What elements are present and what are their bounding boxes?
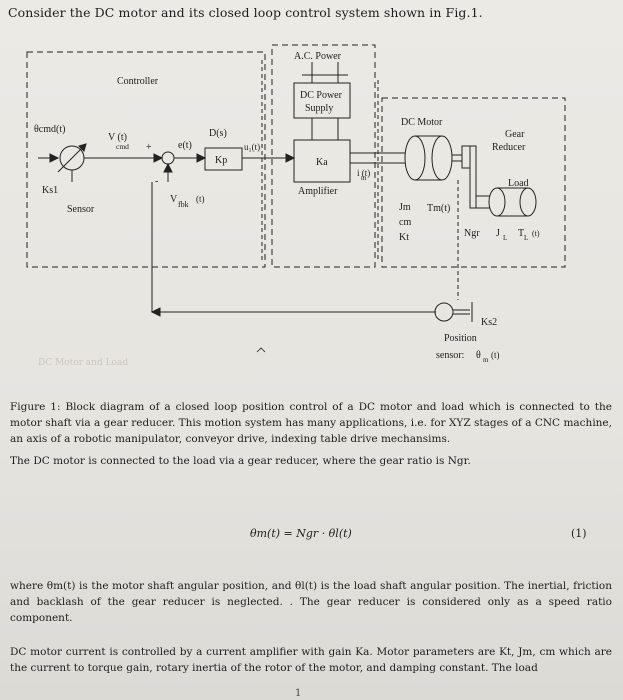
figure-caption: Figure 1: Block diagram of a closed loop…: [10, 401, 612, 445]
motor-end-cap: [404, 135, 426, 181]
gear-reducer-body: [469, 145, 477, 209]
dc-motor-label: DC Motor: [401, 117, 443, 128]
cm-label: cm: [399, 217, 411, 228]
gear-label-1: Gear: [505, 129, 525, 140]
tl-t: (t): [532, 229, 540, 238]
theta-m-label: θ: [476, 350, 481, 361]
equation-1: θm(t) = Ngr · θl(t): [250, 527, 352, 540]
faint-handwritten-note: DC Motor and Load: [38, 358, 129, 368]
position-label: Position: [444, 333, 477, 344]
ks1-label: Ks1: [42, 185, 58, 196]
paragraph-motor-current: DC motor current is controlled by a curr…: [10, 646, 612, 674]
amplifier-box: [293, 139, 351, 183]
load-label: Load: [508, 178, 529, 189]
paragraph-definitions: where θm(t) is the motor shaft angular p…: [10, 580, 612, 624]
amplifier-dashed-box: [271, 44, 376, 268]
dc-power-supply-box: [293, 82, 351, 119]
pos-sensor-label: sensor:: [436, 350, 464, 361]
sensor-label: Sensor: [67, 204, 95, 215]
dc-power-label-2: Supply: [305, 103, 333, 114]
plus-sign: +: [146, 142, 152, 153]
theta-m-sub: m: [483, 356, 489, 364]
controller-label: Controller: [117, 76, 159, 87]
dc-power-label-1: DC Power: [300, 90, 343, 101]
u1-label: u₁(t): [244, 142, 260, 152]
ngr-label: Ngr: [464, 228, 480, 239]
theta-m-t: (t): [491, 350, 500, 360]
load-cylinder: [519, 187, 537, 217]
page-number: 1: [295, 688, 302, 699]
jl-sub: L: [503, 234, 507, 242]
ac-power-label: A.C. Power: [294, 51, 342, 62]
im-label: i (t): [357, 168, 370, 178]
ka-label: Ka: [316, 157, 328, 168]
intro-sentence: Consider the DC motor and its closed loo…: [8, 5, 483, 20]
gear-pinion: [461, 145, 471, 169]
gear-label-2: Reducer: [492, 142, 526, 153]
tm-label: Tm(t): [427, 203, 450, 214]
kp-label: Kp: [215, 155, 227, 166]
minus-sign: -: [155, 176, 158, 187]
motor-dashed-box: [381, 97, 566, 268]
tl-sub: L: [524, 234, 528, 242]
v-cmd-sub: cmd: [116, 142, 129, 151]
error-label: e(t): [178, 140, 192, 151]
amplifier-label: Amplifier: [298, 186, 338, 197]
position-sensor: [434, 302, 454, 322]
ds-label: D(s): [209, 128, 227, 139]
ks2-label: Ks2: [481, 317, 497, 328]
block-diagram: Controller A.C. Power DC Power Supply DC…: [26, 44, 566, 364]
kp-box: [204, 147, 243, 171]
paragraph-gear-ratio: The DC motor is connected to the load vi…: [10, 455, 471, 467]
jl-label: J: [496, 228, 500, 239]
v-fbk-t: (t): [196, 194, 205, 204]
motor-body: [431, 135, 453, 181]
v-cmd-label: V (t): [108, 132, 127, 143]
theta-cmd-label: θcmd(t): [34, 124, 65, 135]
v-fbk-sub: fbk: [178, 200, 189, 209]
v-fbk-label: V: [170, 194, 178, 205]
tl-label: T: [518, 228, 524, 239]
kt-label: Kt: [399, 232, 409, 243]
summing-junction: [161, 151, 175, 165]
equation-number: (1): [571, 527, 587, 540]
jm-label: Jm: [399, 202, 411, 213]
im-sub: m: [361, 174, 367, 182]
controller-dashed-box: [26, 51, 266, 268]
